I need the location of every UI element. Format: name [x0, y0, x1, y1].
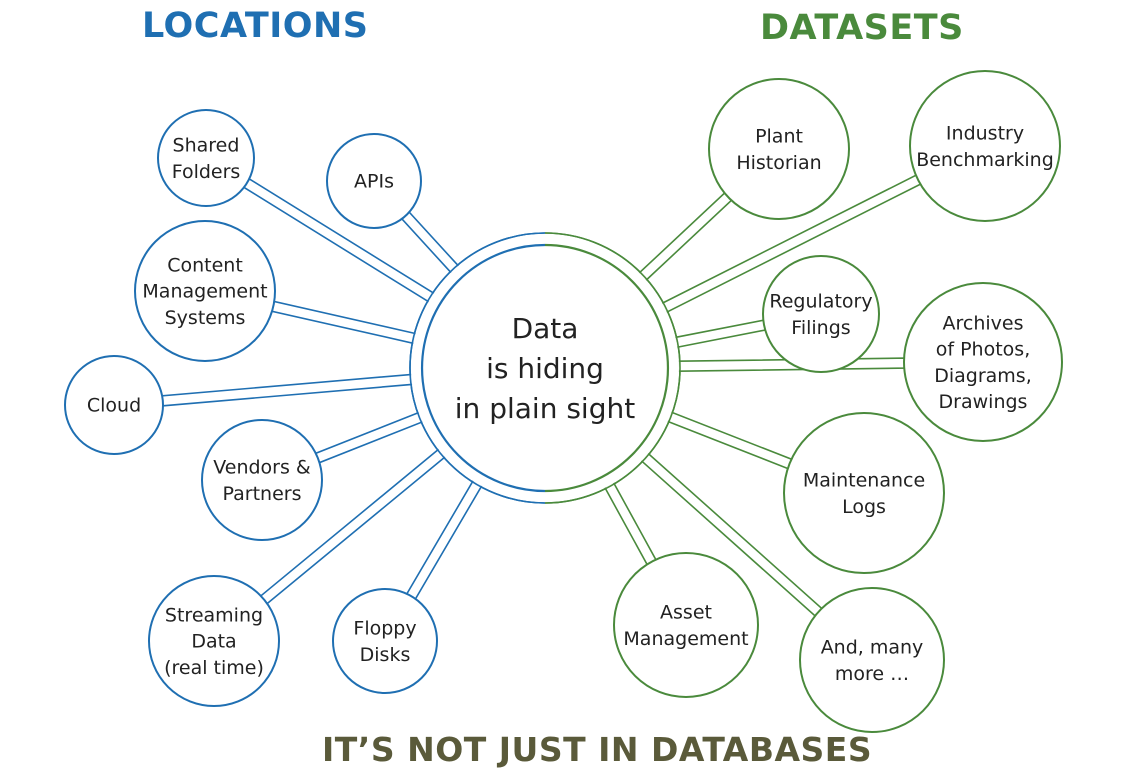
dataset-label: And, many — [821, 637, 924, 659]
location-label: Shared — [173, 135, 240, 157]
location-label: Data — [191, 631, 236, 653]
center-node: Data is hiding in plain sight — [420, 243, 670, 493]
dataset-label: Maintenance — [803, 470, 925, 492]
locations-heading: LOCATIONS — [142, 6, 369, 46]
location-label: Management — [142, 281, 267, 303]
datasets-heading: DATASETS — [760, 8, 964, 48]
location-vendors: Vendors & Partners — [201, 419, 323, 541]
dataset-many-more: And, many more … — [799, 587, 945, 733]
dataset-label: Filings — [791, 317, 850, 339]
location-apis: APIs — [326, 133, 422, 229]
center-text: Data — [512, 312, 579, 345]
connector-floppy — [404, 479, 484, 602]
location-label: Partners — [223, 483, 302, 505]
dataset-label: Plant — [755, 126, 803, 148]
dataset-label: Management — [623, 628, 748, 650]
connector-asset-management — [603, 481, 658, 568]
location-label: APIs — [354, 171, 394, 193]
dataset-label: Asset — [660, 602, 712, 624]
dataset-label: Historian — [736, 152, 821, 174]
ring-left-arc — [409, 232, 546, 504]
center-text: in plain sight — [455, 392, 635, 425]
location-label: Content — [167, 254, 243, 276]
connector-vendors — [313, 411, 425, 465]
location-label: Vendors & — [213, 457, 311, 479]
location-label: Cloud — [87, 395, 141, 417]
location-label: Disks — [360, 644, 411, 666]
location-label: Systems — [165, 307, 246, 329]
dataset-label: Archives — [943, 312, 1024, 334]
dataset-label: Diagrams, — [934, 365, 1032, 387]
ring-right-arc — [544, 232, 681, 504]
footer-heading: IT’S NOT JUST IN DATABASES — [322, 730, 873, 769]
dataset-label: Industry — [946, 123, 1024, 145]
center-text: is hiding — [486, 352, 604, 385]
dataset-label: Regulatory — [769, 291, 872, 313]
connector-regulatory-filings — [673, 318, 768, 349]
dataset-label: more … — [835, 663, 909, 685]
connector-plant-historian — [637, 190, 734, 282]
dataset-label: of Photos, — [936, 339, 1031, 361]
dataset-label: Drawings — [939, 391, 1028, 413]
dataset-archives: Archives of Photos, Diagrams, Drawings — [903, 282, 1063, 442]
location-label: Folders — [172, 161, 241, 183]
location-cloud: Cloud — [64, 355, 164, 455]
connector-maintenance-logs — [665, 410, 795, 471]
location-label: (real time) — [164, 657, 264, 679]
dataset-label: Logs — [842, 496, 886, 518]
location-label: Streaming — [165, 604, 263, 626]
location-label: Floppy — [353, 618, 416, 640]
connector-apis — [399, 209, 461, 275]
connector-cms — [269, 300, 418, 345]
connector-cloud — [159, 373, 414, 407]
dataset-label: Benchmarking — [916, 149, 1054, 171]
